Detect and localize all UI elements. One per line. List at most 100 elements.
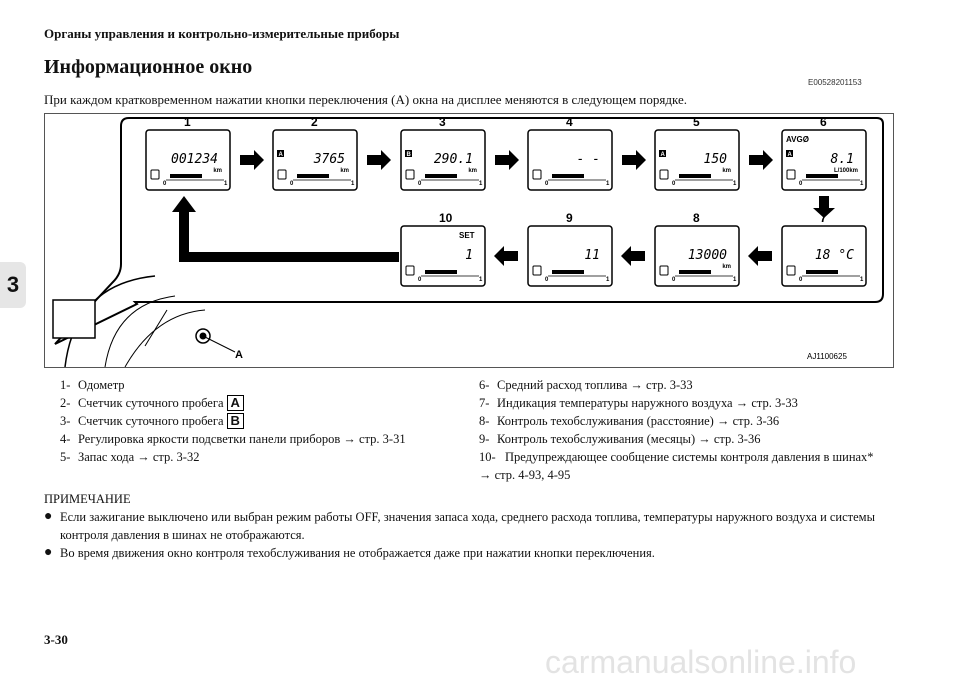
caption-text: Запас хода → стр. 3-32 [78,450,200,464]
caption-number: 2- [60,396,71,410]
note-heading: ПРИМЕЧАНИЕ [44,492,131,506]
lcd-frame [781,129,867,191]
caption-number: 10- [479,450,496,464]
gauge-max: 1 [479,181,483,187]
caption-number: 3- [60,414,71,428]
fuel-pump-icon [532,265,542,276]
fuel-pump-icon [405,169,415,180]
gauge-max: 1 [224,181,228,187]
lcd-value: 290.1 [434,152,473,167]
screen-number: 8 [693,211,700,225]
note-item: ● Во время движения окно контроля техобсл… [44,544,894,562]
gauge-max: 1 [606,181,610,187]
caption-item: 4-Регулировка яркости подсветки панели п… [60,430,460,448]
caption-text: Индикация температуры наружного воздуха … [497,396,798,410]
lcd-frame [400,225,486,287]
caption-item: 9-Контроль техобслуживания (месяцы) → ст… [479,430,879,448]
caption-number: 9- [479,432,490,446]
lcd-unit: km [468,168,477,174]
trip-badge: A [279,152,284,158]
trip-badge: A [661,152,666,158]
gauge-min: 0 [799,181,803,187]
lcd-unit: km [340,168,349,174]
trip-badge: B [407,152,412,158]
caption-text: Контроль техобслуживания (расстояние) → … [497,414,780,428]
caption-number: 6- [479,378,490,392]
screen-number: 9 [566,211,573,225]
caption-text: Счетчик суточного пробега [78,414,224,428]
watermark: carmanualsonline.info [545,644,857,680]
caption-number: 8- [479,414,490,428]
right-arrow-icon [367,150,391,170]
lcd-frame [527,129,613,191]
trip-badge: B [226,413,244,429]
lcd-unit: km [722,264,731,270]
right-arrow-icon [495,150,519,170]
gauge-max: 1 [860,181,864,187]
trip-badge: A [788,152,793,158]
lcd-frame [654,129,740,191]
lcd-unit: km [722,168,731,174]
fuel-pump-icon [277,169,287,180]
lcd-frame [400,129,486,191]
gauge-min: 0 [545,181,549,187]
lcd-value: 13000 [688,248,727,263]
lcd-frame [145,129,231,191]
fuel-gauge-bar [806,270,838,274]
left-arrow-icon [494,246,518,266]
figure-code: AJ1100625 [807,352,847,361]
down-arrow-icon [813,196,835,218]
caption-text: Предупреждающее сообщение системы контро… [479,450,874,482]
screen-number: 2 [311,115,318,129]
gauge-max: 1 [351,181,355,187]
lcd-value: 001234 [171,152,218,167]
screen-number: 7 [820,211,827,225]
bullet-icon: ● [44,545,53,560]
right-arrow-icon [240,150,264,170]
note-item: ●Если зажигание выключено или выбран реж… [44,508,894,544]
page-number: 3-30 [44,632,68,647]
trip-badge-icon [659,150,666,157]
gauge-max: 1 [733,181,737,187]
caption-text: Одометр [78,378,125,392]
gauge-min: 0 [418,181,422,187]
lcd-frame [527,225,613,287]
button-a-label: A [235,349,243,361]
screen-number: 5 [693,115,700,129]
caption-number: 5- [60,450,71,464]
caption-item: 10-Предупреждающее сообщение системы кон… [479,448,879,484]
intro-text: При каждом кратковременном нажатии кнопк… [44,92,687,107]
lcd-value: 18 °C [815,248,854,263]
doc-code: E00528201153 [808,78,862,87]
right-arrow-icon [749,150,773,170]
running-header: Органы управления и контрольно-измерител… [44,26,400,41]
fuel-gauge-bar [679,270,711,274]
note-item-text: Во время движения окно контроля техобслу… [60,546,655,560]
fuel-gauge-bar [425,270,457,274]
gauge-min: 0 [290,181,294,187]
fuel-gauge-bar [297,174,329,178]
gauge-max: 1 [479,277,483,283]
lcd-unit: L/100km [834,168,858,174]
lcd-frame [272,129,358,191]
lcd-value: 150 [704,152,728,167]
lcd-value: 3765 [313,152,345,167]
caption-item: 7-Индикация температуры наружного воздух… [479,394,879,412]
lcd-unit: km [213,168,222,174]
fuel-pump-icon [786,169,796,180]
gauge-min: 0 [418,277,422,283]
trip-badge: A [226,395,244,411]
gauge-max: 1 [606,277,610,283]
caption-text: Счетчик суточного пробега [78,396,224,410]
